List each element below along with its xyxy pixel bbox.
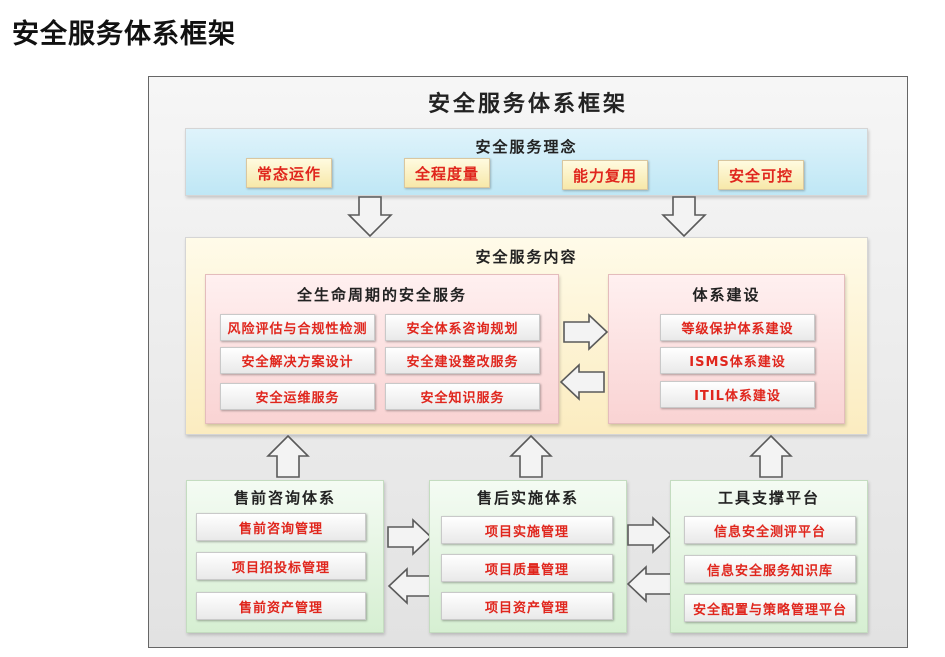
- lifecycle-item-consulting: 安全体系咨询规划: [385, 314, 540, 341]
- presales-title: 售前咨询体系: [233, 489, 336, 507]
- presales-item-consulting: 售前咨询管理: [196, 513, 366, 541]
- lifecycle-item-operations: 安全运维服务: [220, 383, 375, 410]
- tools-item-evaluation-platform: 信息安全测评平台: [684, 516, 856, 544]
- aftersales-item-implementation: 项目实施管理: [441, 516, 613, 544]
- arrow-up-presales: [266, 434, 310, 478]
- arrow-right-presales: [387, 518, 433, 556]
- diagram-title: 安全服务体系框架: [427, 92, 628, 117]
- arrow-down-right: [661, 196, 707, 238]
- philosophy-item-reuse: 能力复用: [562, 160, 648, 190]
- aftersales-title: 售后实施体系: [476, 489, 579, 507]
- arrow-left-tools: [626, 565, 672, 603]
- philosophy-item-measure: 全程度量: [404, 158, 490, 188]
- arrow-left-content: [559, 363, 605, 401]
- arrow-right-content: [563, 313, 609, 351]
- tools-item-knowledge-base: 信息安全服务知识库: [684, 555, 856, 583]
- page-title: 安全服务体系框架: [12, 19, 236, 50]
- lifecycle-title: 全生命周期的安全服务: [296, 286, 467, 304]
- system-item-itil: ITIL体系建设: [660, 381, 815, 408]
- aftersales-item-assets: 项目资产管理: [441, 592, 613, 620]
- system-item-grade-protection: 等级保护体系建设: [660, 314, 815, 341]
- presales-item-assets: 售前资产管理: [196, 592, 366, 620]
- arrow-up-tools: [749, 434, 793, 478]
- content-title: 安全服务内容: [475, 248, 578, 266]
- arrow-left-aftersales: [387, 567, 433, 605]
- lifecycle-item-knowledge: 安全知识服务: [385, 383, 540, 410]
- system-item-isms: ISMS体系建设: [660, 347, 815, 374]
- philosophy-item-routine: 常态运作: [246, 158, 332, 188]
- arrow-up-aftersales: [509, 434, 553, 478]
- arrow-right-aftersales: [627, 516, 673, 554]
- tools-item-config-policy-platform: 安全配置与策略管理平台: [684, 594, 856, 622]
- lifecycle-item-risk-assessment: 风险评估与合规性检测: [220, 314, 375, 341]
- arrow-down-left: [347, 196, 393, 238]
- philosophy-title: 安全服务理念: [475, 138, 578, 156]
- lifecycle-item-solution-design: 安全解决方案设计: [220, 347, 375, 374]
- philosophy-item-control: 安全可控: [718, 160, 804, 190]
- presales-item-bidding: 项目招投标管理: [196, 552, 366, 580]
- tools-title: 工具支撑平台: [717, 489, 820, 507]
- aftersales-item-quality: 项目质量管理: [441, 554, 613, 582]
- system-building-title: 体系建设: [692, 286, 761, 304]
- lifecycle-item-rectification: 安全建设整改服务: [385, 347, 540, 374]
